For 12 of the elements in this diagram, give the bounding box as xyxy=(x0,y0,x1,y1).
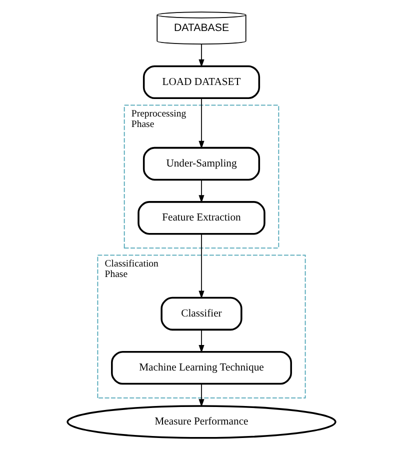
arrow xyxy=(198,233,204,299)
node-box: Classifier xyxy=(160,296,242,331)
node-box: Feature Extraction xyxy=(138,201,266,235)
arrow xyxy=(198,383,204,408)
arrow xyxy=(198,329,204,353)
arrow xyxy=(198,179,204,204)
node-box: LOAD DATASET xyxy=(142,65,260,100)
arrow xyxy=(198,98,204,149)
node-box: Machine Learning Technique xyxy=(111,350,292,385)
node-ellipse: Measure Performance xyxy=(66,405,336,439)
node-box: Under-Sampling xyxy=(142,146,260,181)
arrow xyxy=(198,44,204,68)
